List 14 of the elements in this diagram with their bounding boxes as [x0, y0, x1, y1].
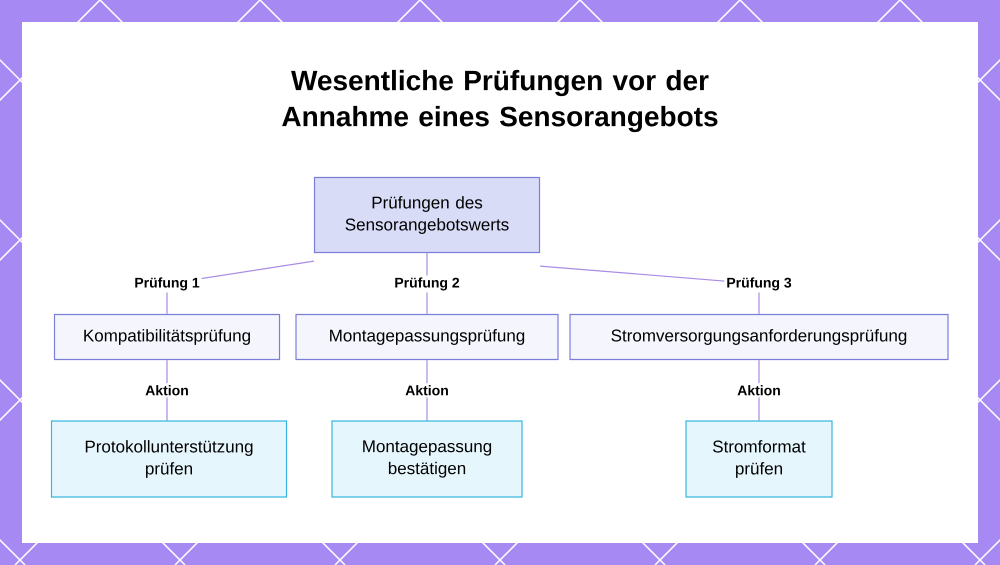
edge-label: Aktion — [735, 383, 783, 398]
title: Wesentliche Prüfungen vor der Annahme eines Sensorangebots — [282, 70, 718, 132]
edge-label: Prüfung 2 — [392, 275, 462, 292]
root-box: Prüfungen des Sensorangebotswerts — [314, 176, 540, 254]
edge-label: Prüfung 1 — [132, 275, 202, 292]
edge-label: Prüfung 3 — [724, 275, 794, 292]
action-box: Protokollunterstützung prüfen — [50, 420, 288, 498]
check-box: Montagepassungsprüfung — [295, 314, 559, 360]
action-box: Stromformat prüfen — [685, 420, 833, 498]
edge-label: Aktion — [403, 383, 451, 398]
edge-label: Aktion — [143, 383, 191, 398]
check-box: Kompatibilitätsprüfung — [54, 314, 280, 360]
action-box: Montagepassung bestätigen — [331, 420, 523, 498]
check-box: Stromversorgungsanforderungsprüfung — [569, 314, 949, 360]
